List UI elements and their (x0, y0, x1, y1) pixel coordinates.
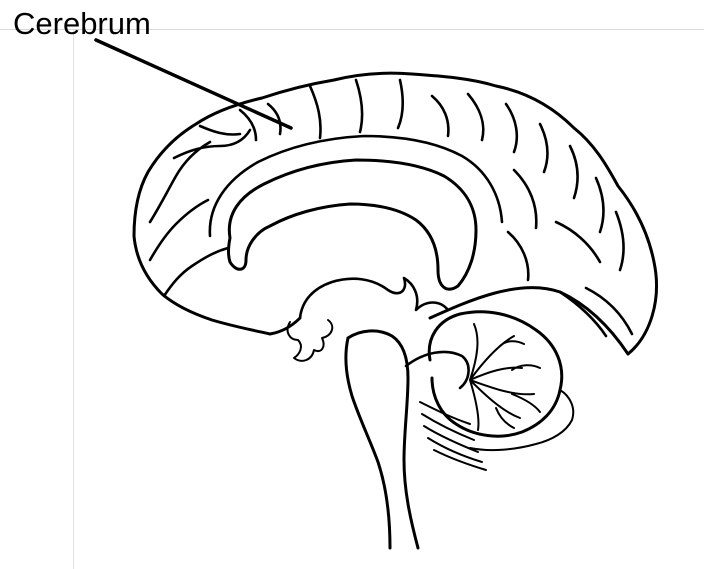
brainstem (346, 331, 418, 548)
cerebellum (429, 312, 561, 436)
pituitary-region (288, 320, 333, 361)
frontal-gyri (150, 104, 281, 296)
pons (406, 352, 469, 388)
thalamus (300, 278, 448, 318)
cerebrum-leader-line (96, 40, 291, 128)
parietal-gyri (310, 80, 623, 280)
cerebrum-label: Cerebrum (13, 6, 151, 41)
occipital-lobe (560, 288, 632, 336)
cerebellum-lower-folia (420, 390, 573, 470)
corpus-callosum (229, 160, 477, 289)
arbor-vitae (470, 324, 540, 430)
